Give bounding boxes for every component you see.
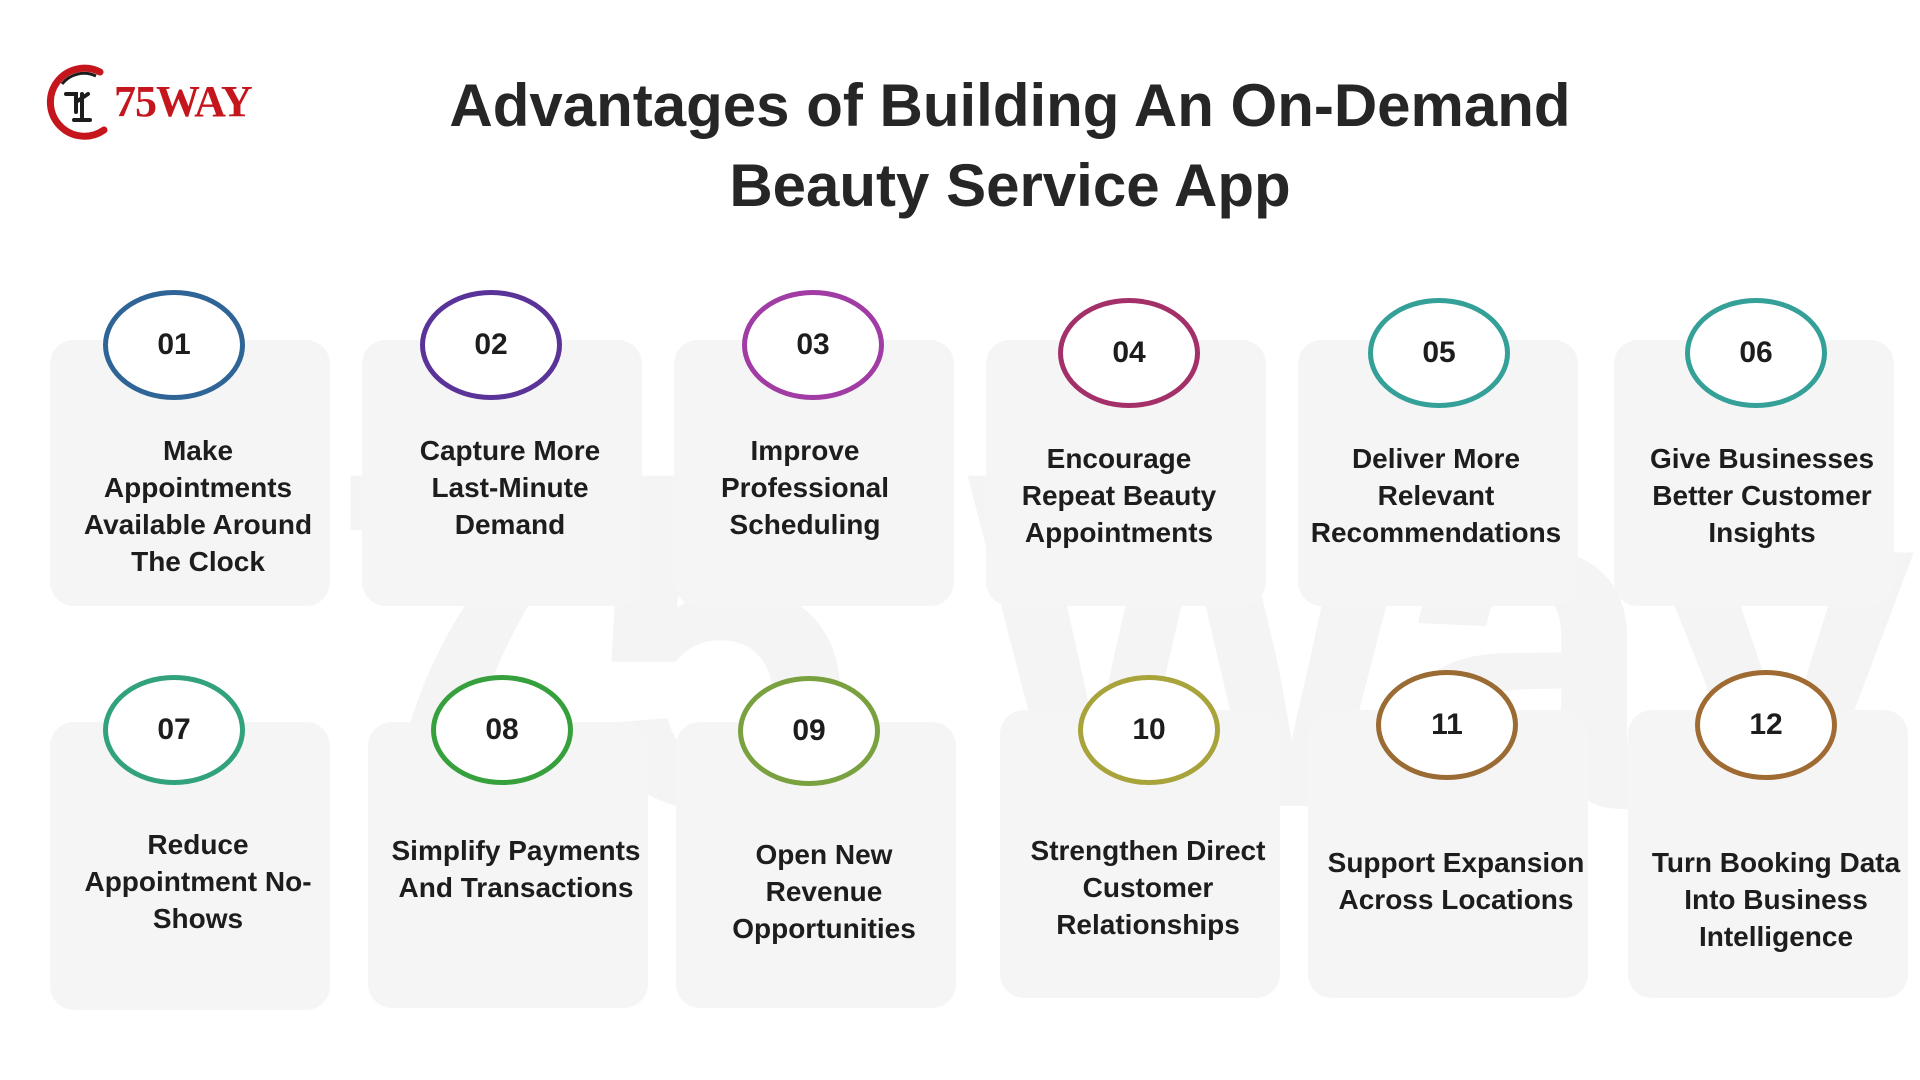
advantage-badge-11: 11 — [1376, 670, 1518, 780]
advantage-badge-09: 09 — [738, 676, 880, 786]
advantage-label: Open New Revenue Opportunities — [732, 839, 916, 944]
advantage-label: Simplify Payments And Transactions — [391, 835, 641, 903]
advantage-badge-07: 07 — [103, 675, 245, 785]
advantage-label: Strengthen Direct Customer Relationships — [1030, 835, 1266, 940]
advantage-badge-02: 02 — [420, 290, 562, 400]
advantage-card-12: Turn Booking Data Into Business Intellig… — [1628, 710, 1908, 998]
title-line-2: Beauty Service App — [729, 152, 1291, 219]
advantage-label: Reduce Appointment No-Shows — [84, 829, 312, 934]
logo-text: 75WAY — [114, 77, 253, 126]
advantage-label: Encourage Repeat Beauty Appointments — [1021, 443, 1217, 548]
logo-emblem-icon — [46, 64, 108, 140]
advantage-card-06: Give Businesses Better Customer Insights — [1614, 340, 1894, 606]
advantage-badge-05: 05 — [1368, 298, 1510, 408]
page-title: Advantages of Building An On-Demand Beau… — [300, 66, 1720, 226]
advantage-badge-10: 10 — [1078, 675, 1220, 785]
brand-logo[interactable]: 75WAY — [42, 62, 282, 142]
advantage-badge-08: 08 — [431, 675, 573, 785]
advantage-label: Turn Booking Data Into Business Intellig… — [1651, 847, 1901, 952]
advantage-label: Make Appointments Available Around The C… — [83, 435, 313, 577]
advantage-badge-03: 03 — [742, 290, 884, 400]
title-line-1: Advantages of Building An On-Demand — [449, 72, 1571, 139]
advantage-badge-04: 04 — [1058, 298, 1200, 408]
advantage-label: Give Businesses Better Customer Insights — [1649, 443, 1875, 548]
advantage-badge-01: 01 — [103, 290, 245, 400]
advantage-label: Improve Professional Scheduling — [720, 435, 890, 540]
advantage-card-05: Deliver More Relevant Recommendations — [1298, 340, 1578, 606]
advantage-label: Capture More Last-Minute Demand — [419, 435, 601, 540]
advantage-badge-06: 06 — [1685, 298, 1827, 408]
advantage-badge-12: 12 — [1695, 670, 1837, 780]
advantage-label: Support Expansion Across Locations — [1327, 847, 1585, 915]
advantage-card-02: Capture More Last-Minute Demand — [362, 340, 642, 606]
advantage-label: Deliver More Relevant Recommendations — [1310, 443, 1562, 548]
